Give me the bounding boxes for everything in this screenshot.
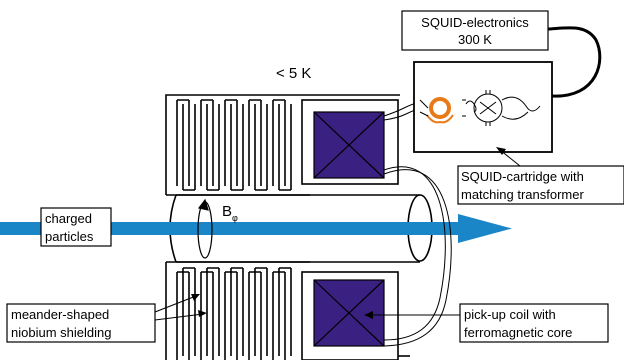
electronics-label-line1: SQUID-electronics xyxy=(421,15,529,30)
coil-callout: pick-up coil with ferromagnetic core xyxy=(364,303,609,343)
beam-label-line2: particles xyxy=(45,229,94,244)
squid-electronics-box: SQUID-electronics 300 K xyxy=(401,10,549,51)
field-circulation-icon xyxy=(197,198,213,259)
coil-label-line1: pick-up coil with xyxy=(464,307,556,322)
shielding-label-line1: meander-shaped xyxy=(11,307,109,322)
cartridge-callout: SQUID-cartridge with matching transforme… xyxy=(457,147,624,205)
cartridge-label-line2: matching transformer xyxy=(461,187,584,202)
beam-callout: charged particles xyxy=(40,207,112,247)
shielding-label-line2: niobium shielding xyxy=(11,325,111,340)
coil-label-line2: ferromagnetic core xyxy=(464,325,572,340)
cartridge-label-line1: SQUID-cartridge with xyxy=(461,169,584,184)
beam-arrow xyxy=(0,214,512,243)
squid-cartridge xyxy=(413,61,553,153)
electronics-cable xyxy=(547,26,602,98)
temperature-label: < 5 K xyxy=(276,65,311,82)
pickup-coil-bottom xyxy=(313,279,385,347)
electronics-label-line2: 300 K xyxy=(458,32,492,47)
shielding-callout: meander-shaped niobium shielding xyxy=(6,294,207,343)
pickup-coil-top xyxy=(313,111,385,179)
squid-ring-icon xyxy=(429,97,451,119)
field-label: Bφ xyxy=(222,203,238,223)
squid-sensor-icon xyxy=(462,90,541,126)
beam-label-line1: charged xyxy=(45,211,92,226)
